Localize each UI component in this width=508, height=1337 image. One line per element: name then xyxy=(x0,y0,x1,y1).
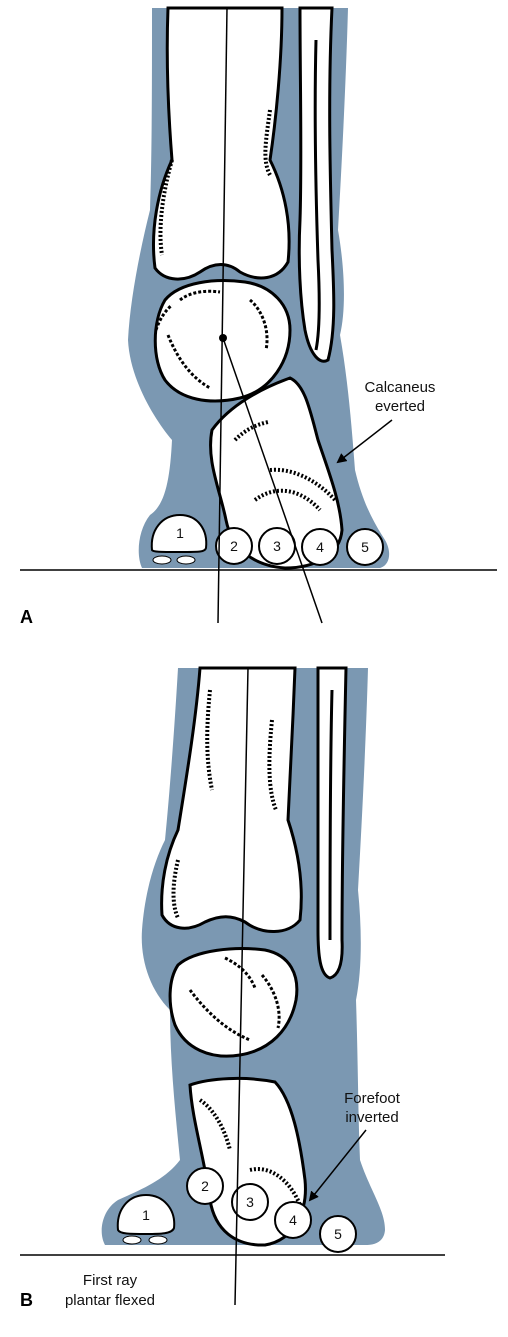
panel-b-metatarsal-4 xyxy=(274,1201,312,1239)
panel-a-talus-hatching xyxy=(154,289,269,390)
panel-a-annotation-arrow xyxy=(336,419,393,464)
panel-b-metatarsal-label-3: 3 xyxy=(246,1194,254,1210)
panel-b-metatarsal-2 xyxy=(186,1167,224,1205)
panel-b-fibula xyxy=(316,666,348,980)
panel-a-metatarsal-1 xyxy=(150,513,208,553)
panel-b-metatarsal-5 xyxy=(319,1215,357,1253)
panel-b-metatarsals: 1 2 3 4 5 xyxy=(116,1167,357,1253)
panel-b: 1 2 3 4 5 Forefoot inverted First ray pl… xyxy=(20,666,445,1310)
panel-a-tibia-shading xyxy=(158,109,272,256)
panel-b-tibia xyxy=(160,666,303,933)
panel-b-metatarsal-label-5: 5 xyxy=(334,1226,342,1242)
panel-a-metatarsal-4 xyxy=(301,528,339,566)
panel-b-annotation-line1: Forefoot xyxy=(344,1090,401,1107)
panel-a-metatarsal-2 xyxy=(215,527,253,565)
panel-b-sesamoid-2 xyxy=(148,1235,168,1245)
panel-b-metatarsal-3 xyxy=(231,1183,269,1221)
panel-a-calcaneus-hatching xyxy=(233,420,337,512)
panel-b-leg-axis xyxy=(234,667,249,1306)
panel-a: 1 2 3 4 5 Calcaneus everted A xyxy=(20,6,497,627)
panel-b-annotation-line2: inverted xyxy=(345,1109,398,1126)
panel-a-metatarsal-label-5: 5 xyxy=(361,539,369,555)
panel-a-letter: A xyxy=(20,607,33,627)
panel-a-metatarsal-label-2: 2 xyxy=(230,538,238,554)
panel-a-metatarsal-label-4: 4 xyxy=(316,539,324,555)
panel-b-talus-hatching xyxy=(188,956,281,1042)
panel-b-sesamoid-1 xyxy=(122,1235,142,1245)
panel-b-caption-line1: First ray xyxy=(83,1272,138,1289)
panel-a-annotation-line1: Calcaneus xyxy=(365,379,436,396)
panel-b-metatarsal-label-2: 2 xyxy=(201,1178,209,1194)
panel-b-metatarsal-label-4: 4 xyxy=(289,1212,297,1228)
panel-a-leg-axis xyxy=(217,7,228,624)
panel-b-annotation-arrow xyxy=(308,1129,367,1202)
panel-a-calcaneus xyxy=(209,376,344,570)
panel-a-metatarsal-5 xyxy=(346,528,384,566)
panel-b-calcaneus-hatching xyxy=(198,1098,302,1206)
panel-a-metatarsals: 1 2 3 4 5 xyxy=(150,513,384,566)
panel-a-sesamoid-2 xyxy=(176,555,196,565)
panel-a-metatarsal-label-1: 1 xyxy=(176,525,184,541)
panel-b-tibia-shading xyxy=(171,689,278,919)
panel-a-sesamoid-1 xyxy=(152,555,172,565)
panel-a-annotation-line2: everted xyxy=(375,398,425,415)
panel-b-caption-line2: plantar flexed xyxy=(65,1292,155,1309)
panel-a-metatarsal-label-3: 3 xyxy=(273,538,281,554)
panel-a-subtalar-point xyxy=(219,334,227,342)
panel-b-metatarsal-label-1: 1 xyxy=(142,1207,150,1223)
panel-a-tibia xyxy=(152,6,291,281)
panel-b-fibula-inner xyxy=(328,689,334,941)
panel-a-calcaneal-axis xyxy=(222,337,323,624)
panel-a-fibula-inner xyxy=(313,39,321,351)
panel-b-talus xyxy=(168,947,299,1058)
panel-b-letter: B xyxy=(20,1290,33,1310)
panel-b-metatarsal-1 xyxy=(116,1193,176,1235)
